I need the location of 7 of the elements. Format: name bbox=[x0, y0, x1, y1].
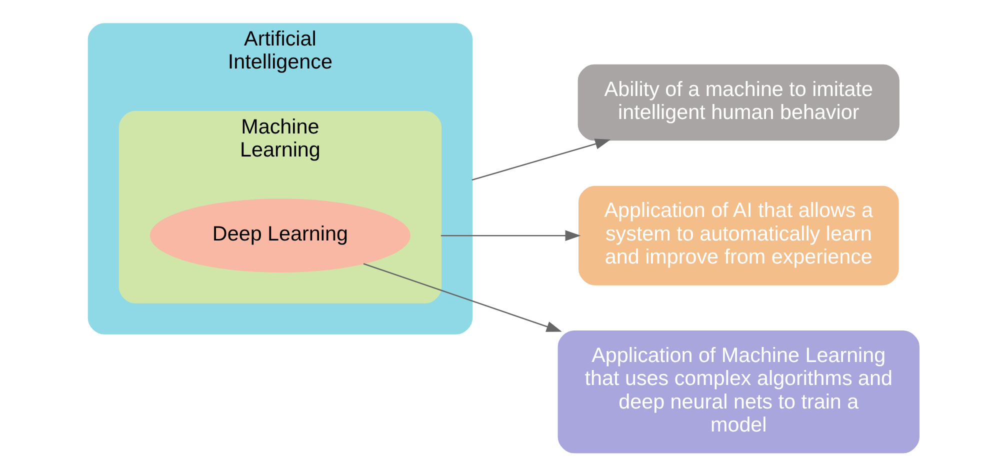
node-box: Application of Machine Learning that uses complex algorithms and deep neural nets to train a model bbox=[557, 330, 919, 454]
arrow bbox=[362, 263, 562, 332]
arrow bbox=[440, 230, 580, 242]
arrow bbox=[471, 138, 610, 181]
node-ellipse: Deep Learning bbox=[149, 198, 410, 272]
node-box: Application of AI that allows a system to automatically learn and improve from experience bbox=[578, 186, 898, 286]
node-box: Ability of a machine to imitate intelligent human behavior bbox=[577, 64, 899, 141]
